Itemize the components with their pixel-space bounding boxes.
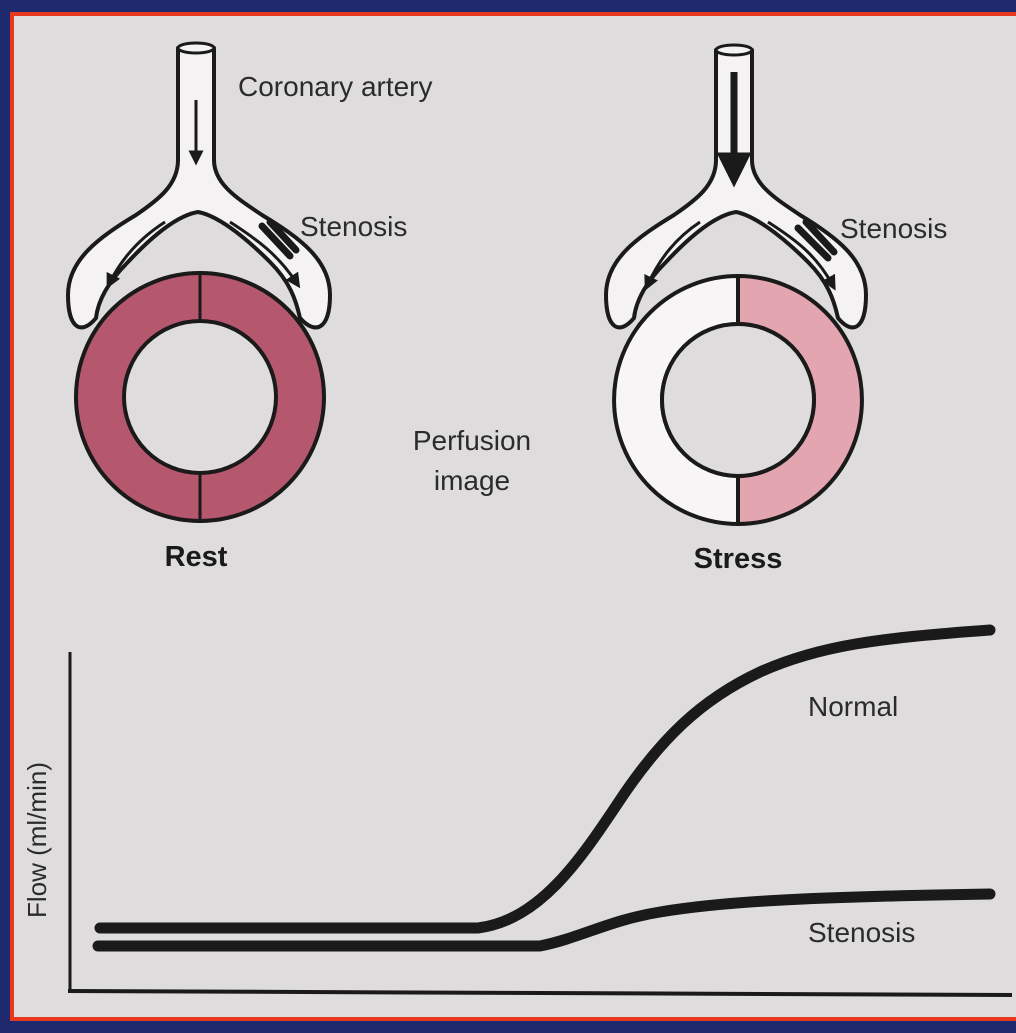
- stenosis-label-stress: Stenosis: [840, 213, 947, 244]
- rest-perfusion-ring: [76, 273, 324, 521]
- rest-ring-cavity: [124, 321, 276, 473]
- graph-y-axis-label: Flow (ml/min): [22, 762, 52, 918]
- perfusion-label-line1: Perfusion: [413, 425, 531, 456]
- rest-label: Rest: [165, 541, 228, 573]
- graph-x-axis: [68, 991, 1012, 995]
- stress-artery-opening: [716, 45, 752, 55]
- stenosis-label-rest: Stenosis: [300, 211, 407, 242]
- rest-artery-opening: [178, 43, 214, 53]
- flow-graph: Flow (ml/min) Normal Stenosis: [22, 630, 1012, 995]
- coronary-artery-label: Coronary artery: [238, 71, 433, 102]
- normal-curve-label: Normal: [808, 691, 898, 722]
- stress-ring-cavity: [662, 324, 814, 476]
- normal-flow-curve: [100, 630, 990, 928]
- stress-perfusion-ring: [614, 276, 862, 524]
- stress-label: Stress: [694, 543, 783, 575]
- perfusion-label-line2: image: [434, 465, 510, 496]
- stenosis-curve-label: Stenosis: [808, 917, 915, 948]
